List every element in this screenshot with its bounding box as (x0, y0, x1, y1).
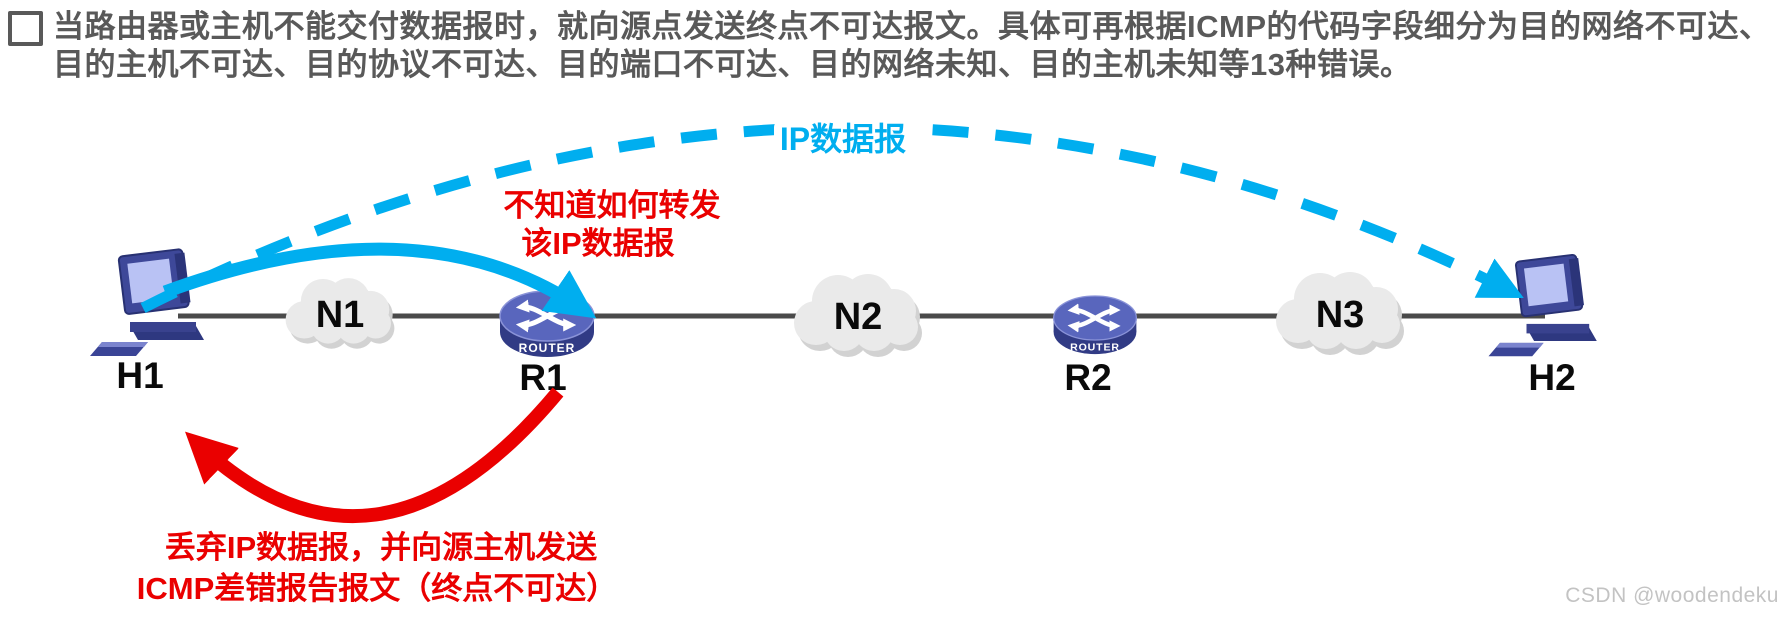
discard-note-line1: 丢弃IP数据报，并向源主机发送 (165, 530, 597, 565)
ip-datagram-dashed-arc (140, 121, 1524, 313)
router-r1-icon: ROUTER (500, 291, 594, 357)
paragraph-line-2: 目的主机不可达、目的协议不可达、目的端口不可达、目的网络未知、目的主机未知等13… (53, 47, 1412, 82)
host-label-h2: H2 (1528, 357, 1575, 398)
router-label-r1: R1 (519, 357, 566, 398)
discard-note-line2: ICMP差错报告报文（终点不可达） (137, 571, 618, 606)
checkbox-bullet-icon (8, 11, 43, 46)
cloud-label-n1: N1 (316, 294, 365, 336)
router-r2-icon: ROUTER (1054, 296, 1137, 354)
watermark: CSDN @woodendeku (1565, 584, 1779, 607)
bullet-paragraph: 当路由器或主机不能交付数据报时，就向源点发送终点不可达报文。具体可再根据ICMP… (8, 8, 1783, 84)
paragraph-line-1: 当路由器或主机不能交付数据报时，就向源点发送终点不可达报文。具体可再根据ICMP… (53, 9, 1771, 44)
router-label-r2: R2 (1064, 357, 1111, 398)
unknown-forward-note-line2: 该IP数据报 (521, 226, 674, 261)
ip-datagram-label: IP数据报 (780, 121, 906, 157)
icmp-error-arrow (185, 387, 564, 523)
paragraph-text: 当路由器或主机不能交付数据报时，就向源点发送终点不可达报文。具体可再根据ICMP… (53, 8, 1771, 84)
cloud-label-n2: N2 (834, 296, 883, 338)
router-r1-caption: ROUTER (519, 341, 576, 355)
router-r2-caption: ROUTER (1070, 342, 1120, 354)
unknown-forward-note-line1: 不知道如何转发 (504, 188, 721, 223)
cloud-label-n3: N3 (1316, 294, 1365, 336)
host-h2-icon (1487, 253, 1598, 358)
host-label-h1: H1 (116, 355, 163, 396)
